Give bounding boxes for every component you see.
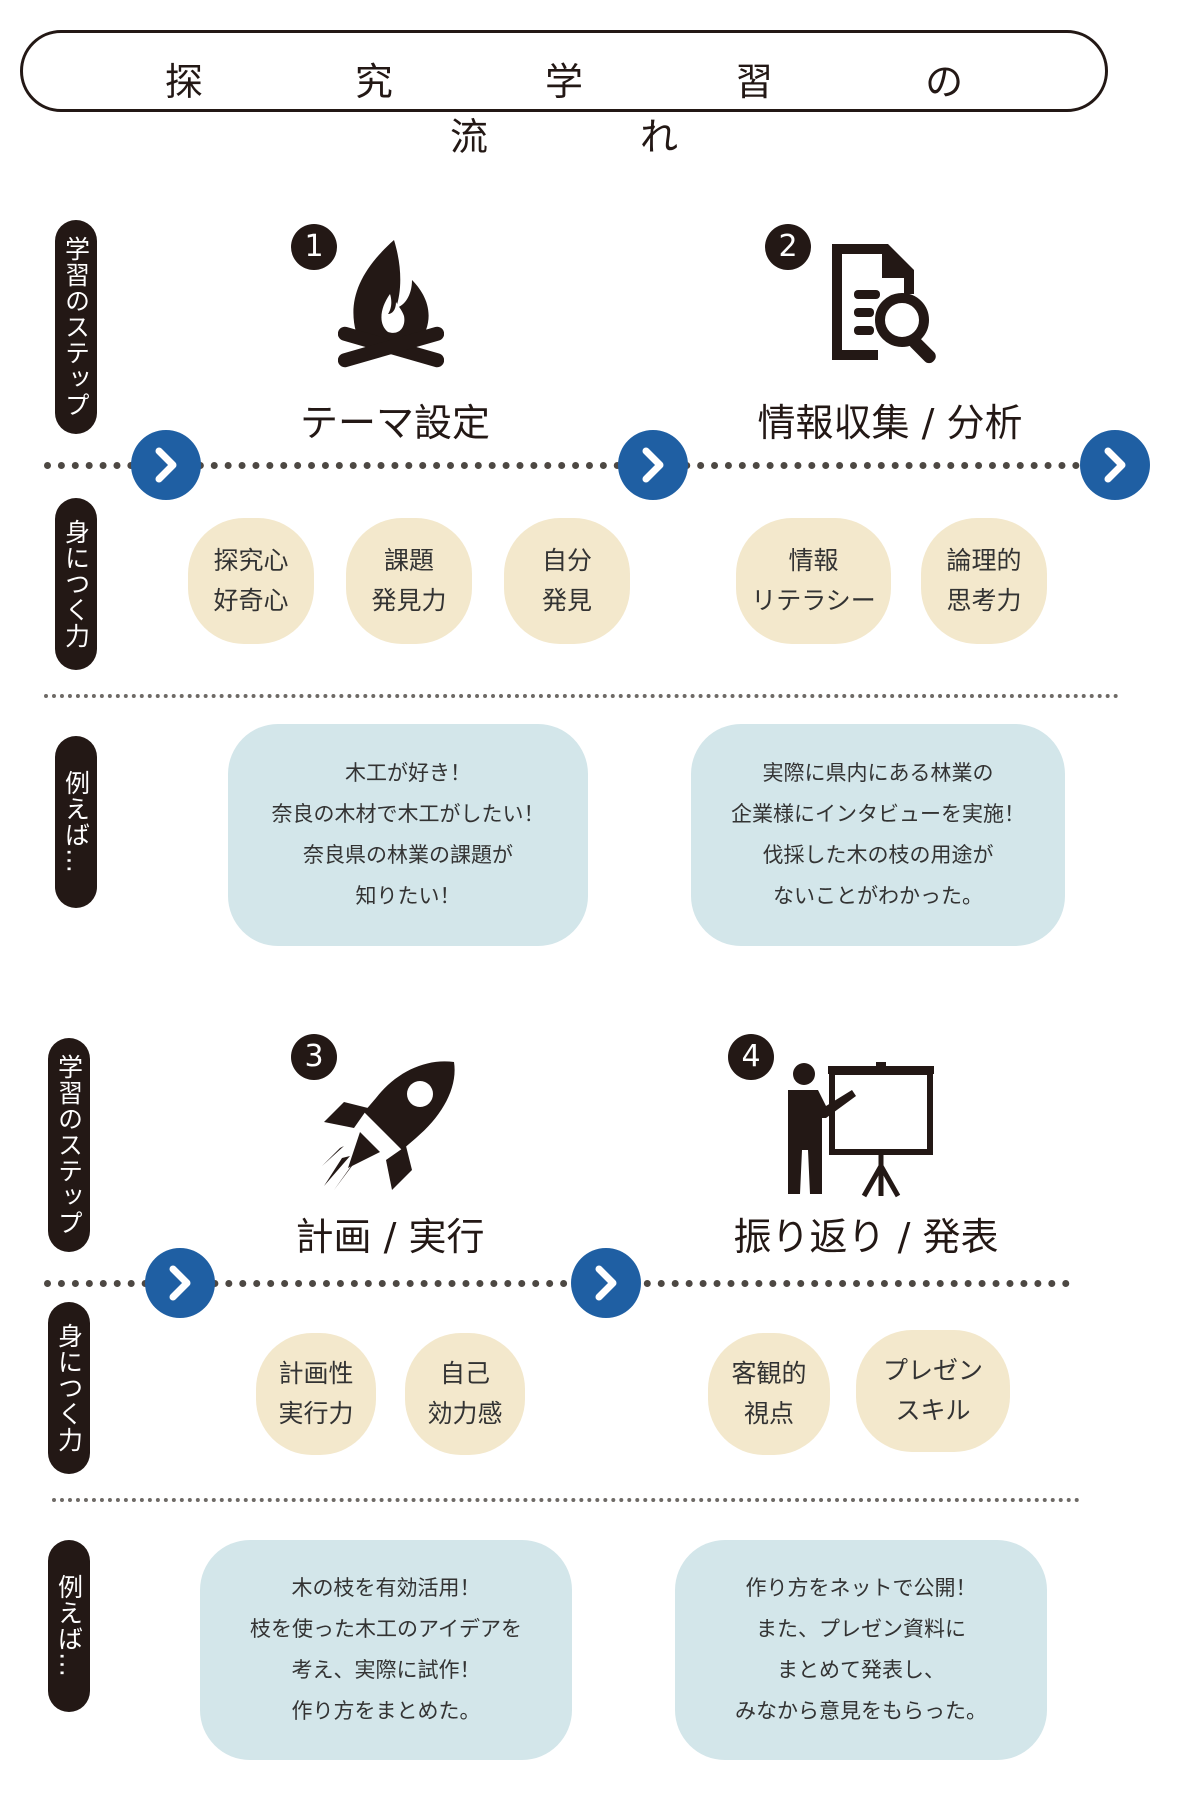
skill-badge: プレゼンスキル: [856, 1330, 1010, 1452]
step-number-3: 3: [291, 1034, 337, 1080]
step-title-4: 振り返り / 発表: [733, 1215, 999, 1259]
campfire-icon: [337, 236, 445, 376]
label-learning-step: 学習のステップ: [48, 1038, 90, 1252]
skill-badge: 論理的思考力: [921, 518, 1047, 644]
step-title-1: テーマ設定: [299, 401, 490, 445]
step-number-1: 1: [291, 224, 337, 270]
label-example: 例えば…: [48, 1540, 90, 1712]
chevron-right-icon: [155, 447, 177, 483]
flow-arrow-2: [618, 430, 688, 500]
presentation-icon: [778, 1062, 938, 1198]
document-search-icon: [826, 236, 946, 366]
chevron-right-icon: [595, 1265, 617, 1301]
label-example: 例えば…: [55, 736, 97, 908]
step-title-3: 計画 / 実行: [295, 1215, 485, 1259]
label-skills: 身につく力: [48, 1302, 90, 1474]
skill-badge: 自分発見: [504, 518, 630, 644]
chevron-right-icon: [642, 447, 664, 483]
skill-badge: 計画性実行力: [256, 1333, 376, 1455]
skill-badge: 自己効力感: [405, 1333, 525, 1455]
flow-arrow-4: [145, 1248, 215, 1318]
example-box-4: 作り方をネットで公開！ また、プレゼン資料に まとめて発表し、 みなから意見をも…: [675, 1540, 1047, 1760]
section-divider: [52, 1498, 1080, 1507]
label-learning-step: 学習のステップ: [55, 220, 97, 434]
skill-badge: 探究心好奇心: [188, 518, 314, 644]
example-box-1: 木工が好き！ 奈良の木材で木工がしたい！ 奈良県の林業の課題が 知りたい！: [228, 724, 588, 946]
chevron-right-icon: [169, 1265, 191, 1301]
label-skills: 身につく力: [55, 498, 97, 670]
example-box-2: 実際に県内にある林業の 企業様にインタビューを実施！ 伐採した木の枝の用途が な…: [691, 724, 1065, 946]
section-divider: [44, 694, 1119, 703]
skill-badge: 情報リテラシー: [736, 518, 891, 644]
page-title: 探 究 学 習 の 流 れ: [164, 60, 1034, 159]
example-box-3: 木の枝を有効活用！ 枝を使った木工のアイデアを 考え、実際に試作！ 作り方をまと…: [200, 1540, 572, 1760]
flow-arrow-3: [1080, 430, 1150, 500]
step-title-2: 情報収集 / 分析: [757, 401, 1023, 445]
flow-arrow-5: [571, 1248, 641, 1318]
chevron-right-icon: [1104, 447, 1126, 483]
skill-badge: 客観的視点: [708, 1333, 830, 1455]
title-banner: 探 究 学 習 の 流 れ: [20, 30, 1108, 159]
flow-line-1: [44, 462, 1094, 477]
flow-line-2: [44, 1280, 1070, 1295]
flow-arrow-1: [131, 430, 201, 500]
step-number-2: 2: [765, 224, 811, 270]
step-number-4: 4: [728, 1034, 774, 1080]
skill-badge: 課題発見力: [346, 518, 472, 644]
rocket-icon: [320, 1058, 458, 1192]
